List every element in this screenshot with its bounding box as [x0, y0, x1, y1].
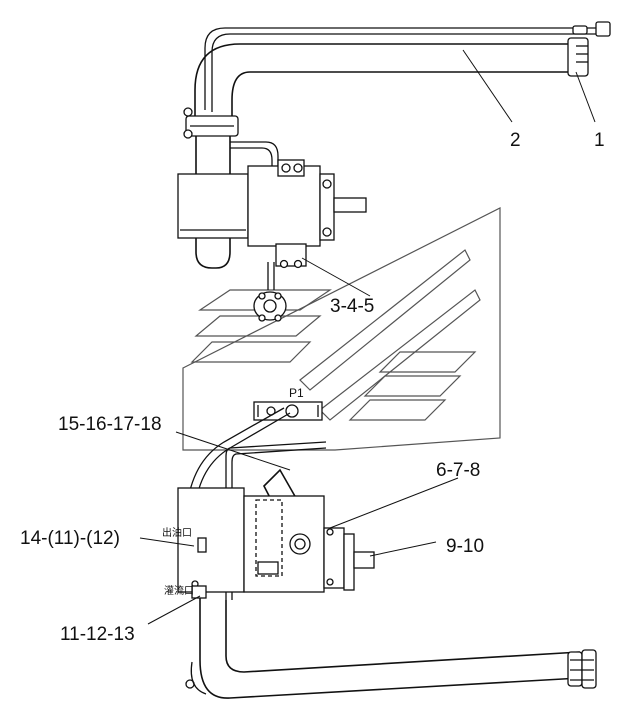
callout-3-4-5: 3-4-5	[330, 296, 374, 317]
leader-lines	[139, 49, 596, 625]
callout-14-11-12: 14-(11)-(12)	[20, 528, 120, 549]
callout-15-16-17-18: 15-16-17-18	[58, 414, 162, 435]
fill-port-label: 灌流口	[164, 584, 194, 597]
callout-9-10: 9-10	[446, 536, 484, 557]
p1-port-label: P1	[289, 386, 304, 400]
callout-1: 1	[594, 130, 605, 151]
callout-2: 2	[510, 130, 521, 151]
outlet-port-label: 出油口	[162, 526, 192, 539]
top-pipe-assembly	[177, 21, 611, 322]
callout-6-7-8: 6-7-8	[436, 460, 480, 481]
callout-11-12-13: 11-12-13	[60, 624, 135, 645]
lower-pump-assembly: 出油口 灌流口	[162, 407, 597, 699]
